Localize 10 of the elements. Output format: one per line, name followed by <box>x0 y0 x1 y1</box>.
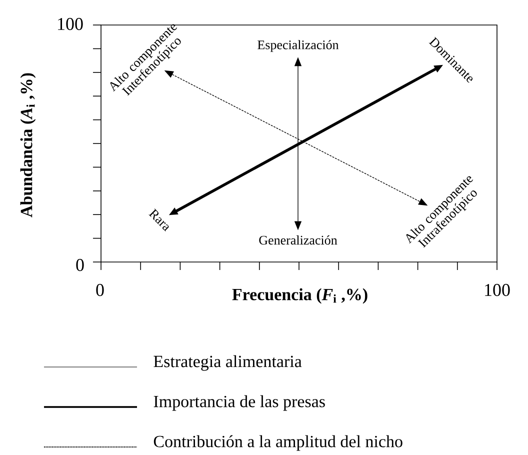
end-label: Generalización <box>259 235 338 245</box>
axis-tick-label: 0 <box>76 258 84 272</box>
axis-tick-label: 0 <box>96 284 104 296</box>
legend-text: Importancia de las presas <box>154 395 325 411</box>
axis-tick-label: 100 <box>58 18 83 30</box>
axis-title: Frecuencia (F$_{i}$ ,%) <box>232 288 368 304</box>
end-label: Especialización <box>258 40 339 52</box>
axis-tick-label: 100 <box>485 284 510 296</box>
legend-text: Contribución a la amplitud del nicho <box>154 435 402 451</box>
legend-text: Estrategia alimentaria <box>154 355 302 371</box>
